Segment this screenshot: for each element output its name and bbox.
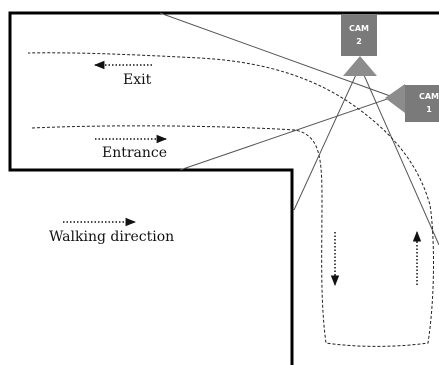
exit-label: Exit: [123, 72, 152, 88]
camera-1-name: CAM: [419, 92, 439, 101]
camera-1-box: [405, 85, 439, 122]
camera-2-box: [341, 15, 377, 56]
walking-path: [27, 52, 434, 347]
cam1-fov-top: [159, 12, 394, 98]
cam2-fov-left: [293, 65, 361, 211]
camera-1-number: 1: [426, 105, 432, 114]
camera-2-number: 2: [356, 37, 362, 46]
corridor-walls: [8, 11, 439, 365]
entrance-label: Entrance: [102, 145, 167, 161]
walking-direction-label: Walking direction: [49, 229, 174, 245]
camera-2-lens-icon: [343, 56, 377, 76]
cam1-fov-bottom: [179, 96, 394, 171]
camera-2: CAM 2: [341, 15, 377, 76]
direction-arrows: [63, 60, 422, 287]
camera-2-name: CAM: [349, 24, 369, 33]
outer-wall: [8, 11, 439, 365]
camera-1-lens-icon: [385, 84, 405, 113]
camera-fields-of-view: [159, 12, 439, 246]
camera-1: CAM 1: [385, 84, 439, 122]
path-entrance-loop-exit: [27, 52, 434, 347]
cam2-fov-right: [359, 65, 439, 246]
